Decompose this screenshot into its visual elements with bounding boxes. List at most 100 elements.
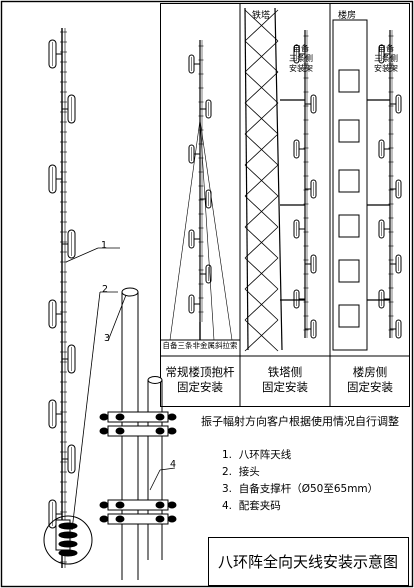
dipole-element (293, 289, 305, 309)
dipole-element (62, 444, 76, 474)
clamp-nut (115, 413, 125, 421)
panels-frame (160, 3, 410, 407)
window (338, 119, 360, 143)
dipole-element (293, 44, 305, 64)
tower-brace (244, 133, 279, 166)
clamp-nut (167, 501, 177, 509)
tower-brace (244, 71, 279, 104)
support-pipe-top (121, 287, 139, 297)
guy-wire-note: 自备三条非金属斜拉索 (162, 341, 238, 350)
caption-tower: 铁塔侧 固定安装 (262, 365, 308, 394)
legend-item: 4. 配套夹码 (222, 500, 281, 512)
diagram-title: 八环阵全向天线安装示意图 (218, 553, 399, 571)
dipole-element (200, 99, 212, 119)
caption-rooftop: 常规楼顶抱杆 固定安装 (165, 365, 235, 394)
dipole-element (305, 94, 317, 114)
connector-detail-circle (43, 515, 93, 565)
dipole-element (390, 319, 402, 339)
tower-brace (244, 319, 279, 352)
clamp-nut (115, 427, 125, 435)
dipole-element (48, 399, 62, 429)
dipole-element (378, 289, 390, 309)
clamp (99, 411, 177, 437)
dipole-element (48, 164, 62, 194)
clamp-nut (99, 413, 109, 421)
dipole-element (378, 44, 390, 64)
dipole-element (62, 94, 76, 124)
leader-1 (65, 247, 99, 263)
callout-2: 2 (102, 284, 109, 295)
leader-4 (159, 467, 176, 471)
clamp-nut (99, 515, 109, 523)
dipole-element (293, 219, 305, 239)
clamp-nut (99, 427, 109, 435)
guy-wire (169, 119, 201, 341)
tower-brace (244, 257, 279, 290)
leader-4-tip (149, 469, 161, 491)
legend-item: 2. 接头 (222, 466, 260, 478)
tower-bracket-note: 自备 三条侧 安装架 (289, 44, 313, 73)
callout-leaders (65, 247, 176, 531)
dipole-element (62, 229, 76, 259)
adjust-note: 振子幅射方向客户根据使用情况自行调整 (201, 415, 399, 428)
dipole-element (390, 179, 402, 199)
dipole-element (48, 39, 62, 69)
window (338, 69, 360, 93)
clamp-nut (155, 413, 165, 421)
tower-leg (244, 7, 249, 351)
dipole-element (293, 139, 305, 159)
dipole-element (305, 319, 317, 339)
tower-brace (244, 195, 279, 228)
clamp-nut (99, 501, 109, 509)
dipole-element (200, 189, 212, 209)
building-wall (332, 19, 368, 351)
guy-wire (199, 119, 233, 341)
mast-top (147, 376, 163, 384)
legend-item: 3. 自备支撑杆（Ø50至65mm） (222, 483, 379, 495)
window (338, 169, 360, 193)
panel-building-drawing (332, 19, 402, 351)
window (338, 214, 360, 238)
dipole-element (62, 344, 76, 374)
clamp-nut (115, 515, 125, 523)
dipole-element (305, 179, 317, 199)
clamp (99, 499, 177, 525)
left-antenna-group (43, 28, 93, 568)
caption-building: 楼房侧 固定安装 (347, 365, 393, 394)
window (338, 259, 360, 283)
tower-brace (244, 40, 279, 73)
legend-item: 1. 八环阵天线 (222, 449, 292, 461)
tower-leg (274, 7, 283, 351)
clamp-bolt (58, 531, 78, 539)
window (338, 304, 360, 328)
dipole-element (305, 254, 317, 274)
dipole-element (188, 144, 200, 164)
dipole-element (390, 94, 402, 114)
dipole-element (378, 139, 390, 159)
pipe-and-clamp-detail (99, 287, 177, 580)
dipole-element (378, 219, 390, 239)
building-bracket-note: 自备 三条侧 安装架 (374, 44, 398, 73)
dipole-element (48, 299, 62, 329)
clamp-nut (167, 427, 177, 435)
leader-3 (107, 294, 127, 342)
tower-brace (244, 164, 279, 197)
dipole-element (200, 264, 212, 284)
clamp-nut (155, 515, 165, 523)
panel-rooftop-drawing (160, 40, 240, 341)
clamp-nut (155, 427, 165, 435)
building-label: 楼房 (338, 11, 357, 21)
dipole-element (48, 499, 62, 529)
callout-3: 3 (104, 333, 111, 344)
tower-brace (244, 9, 279, 42)
tower-brace (244, 102, 279, 135)
clamp-nut (115, 501, 125, 509)
clamp-nut (155, 501, 165, 509)
tower-label: 铁塔 (252, 11, 271, 21)
clamp-bolt (58, 540, 78, 548)
clamp-bolt (58, 522, 78, 530)
title-frame (208, 537, 409, 586)
clamp-bolt (58, 549, 78, 557)
